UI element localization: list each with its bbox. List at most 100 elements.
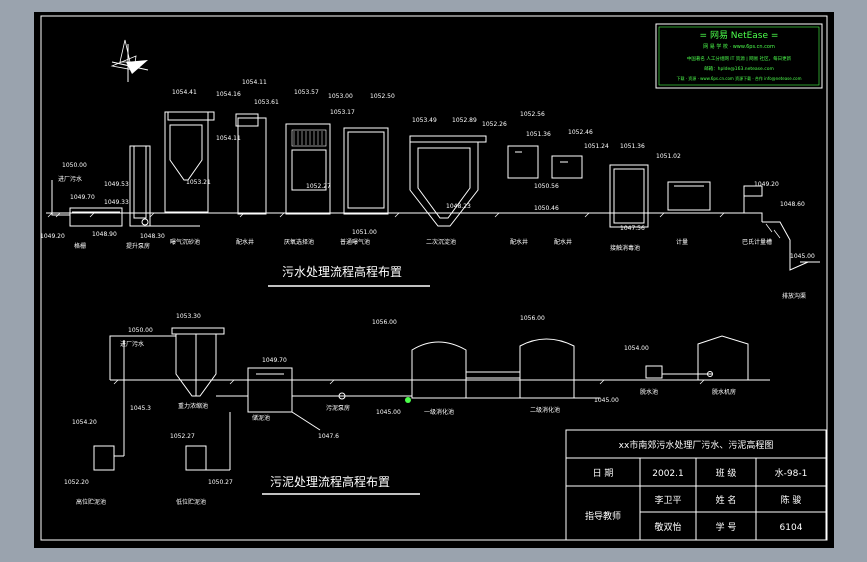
- elev-label: 1048.23: [446, 203, 471, 210]
- primary-digester: [411, 341, 467, 399]
- banner-line1: 网 易 学 校 · www.6ps.cn.com: [703, 43, 775, 50]
- class-label: 班 级: [716, 467, 737, 479]
- elev-label: 1048.90: [92, 231, 117, 238]
- anaerobic-selector-tank: [285, 123, 331, 215]
- grid-channel: [69, 207, 123, 227]
- unit-label: 配水井: [236, 238, 254, 246]
- elev-label: 1052.26: [482, 121, 507, 128]
- advisor-1: 李卫平: [654, 494, 681, 506]
- unit-label: 巴氏计量槽: [742, 238, 772, 246]
- unit-label: 高位贮泥池: [76, 498, 106, 506]
- elev-label: 1054.16: [216, 91, 241, 98]
- elev-label: 1056.00: [372, 319, 397, 326]
- sewage-caption: 污水处理流程高程布置: [282, 264, 402, 279]
- dewatering-tank: [645, 365, 663, 379]
- elev-label: 1049.20: [754, 181, 779, 188]
- date-value: 2002.1: [652, 469, 684, 479]
- sludge-storage-tank: [247, 367, 293, 413]
- metering-tank: [667, 181, 711, 211]
- elev-label: 1054.00: [624, 345, 649, 352]
- unit-label: 配水井: [554, 238, 572, 246]
- elev-label: 1052.46: [568, 129, 593, 136]
- banner-line2: 中国著名 人工分组网 IT 资源 | 网易 社区，每日更新: [687, 55, 792, 62]
- title-block: xx市南郊污水处理厂污水、污泥高程图 日 期 2002.1 班 级 水-98-1…: [565, 429, 827, 541]
- high-storage-tank: [93, 445, 115, 471]
- green-marker: [405, 397, 411, 403]
- low-storage-tank: [185, 445, 207, 471]
- elev-label: 1054.11: [242, 79, 267, 86]
- elev-label: 1052.27: [306, 183, 331, 190]
- inlet-label: 进厂污水: [58, 175, 82, 183]
- elev-label: 1045.3: [130, 405, 151, 412]
- elev-label: 1048.60: [780, 201, 805, 208]
- id-value: 6104: [780, 523, 803, 533]
- north-arrow-icon: [110, 39, 149, 82]
- unit-label: 排放沟渠: [782, 292, 806, 300]
- sewage-flow-diagram: 1050.00 1049.53 1049.70 1049.20 1048.90 …: [40, 79, 820, 300]
- unit-label: 计量: [676, 238, 688, 246]
- elev-label: 1051.02: [656, 153, 681, 160]
- elev-label: 1054.20: [72, 419, 97, 426]
- elev-label: 1045.00: [376, 409, 401, 416]
- elev-label: 1050.27: [208, 479, 233, 486]
- name-value: 陈 骏: [781, 494, 802, 506]
- elev-label: 1049.70: [262, 357, 287, 364]
- distribution-well-3: [551, 155, 583, 179]
- elev-label: 1045.00: [594, 397, 619, 404]
- elev-label: 1050.00: [128, 327, 153, 334]
- unit-label: 配水井: [510, 238, 528, 246]
- netease-banner: = 网易 NetEase = 网 易 学 校 · www.6ps.cn.com …: [655, 23, 823, 89]
- elev-label: 1051.36: [526, 131, 551, 138]
- drawing-background: [34, 12, 834, 548]
- unit-label: 低位贮泥池: [176, 498, 206, 506]
- unit-label: 一级消化池: [424, 408, 454, 416]
- dewatering-house: [697, 335, 749, 381]
- unit-label: 脱水机房: [712, 388, 736, 396]
- drawing-title: xx市南郊污水处理厂污水、污泥高程图: [619, 439, 774, 451]
- date-label: 日 期: [593, 468, 614, 479]
- elev-label: 1052.56: [520, 111, 545, 118]
- elev-label: 1050.00: [62, 162, 87, 169]
- elev-label: 1051.00: [352, 229, 377, 236]
- banner-title: = 网易 NetEase =: [700, 30, 779, 41]
- elev-label: 1049.70: [70, 194, 95, 201]
- unit-label: 二次沉淀池: [426, 238, 456, 246]
- name-label: 姓 名: [716, 494, 737, 506]
- elev-label: 1053.49: [412, 117, 437, 124]
- unit-label: 储泥池: [252, 414, 270, 422]
- parshall-flume: [743, 186, 763, 222]
- distribution-well-1: [237, 117, 267, 215]
- elev-label: 1050.46: [534, 205, 559, 212]
- elev-label: 1053.21: [186, 179, 211, 186]
- elev-label: 1056.00: [520, 315, 545, 322]
- advisor-label: 指导教师: [585, 510, 621, 522]
- sludge-flow-diagram: 1050.00 1053.30 1049.70 1045.3 1047.6 10…: [64, 313, 770, 506]
- sludge-caption: 污泥处理流程高程布置: [270, 474, 390, 489]
- elev-label: 1052.50: [370, 93, 395, 100]
- unit-label: 接触消毒池: [610, 244, 640, 252]
- elev-label: 1053.61: [254, 99, 279, 106]
- elev-label: 1051.36: [620, 143, 645, 150]
- elev-label: 1052.89: [452, 117, 477, 124]
- aeration-tank: [343, 127, 389, 215]
- elev-label: 1052.20: [64, 479, 89, 486]
- drawing-frame: [40, 15, 828, 541]
- advisor-2: 敬双怡: [654, 521, 681, 533]
- elev-label: 1050.56: [534, 183, 559, 190]
- unit-label: 普通曝气池: [340, 238, 370, 246]
- elev-label: 1053.30: [176, 313, 201, 320]
- unit-label: 曝气沉砂池: [170, 238, 200, 246]
- unit-label: 格栅: [74, 242, 86, 250]
- unit-label: 进厂污水: [120, 340, 144, 348]
- banner-line3: 邮箱：hplde@163.netease.com: [704, 65, 774, 72]
- elev-label: 1051.24: [584, 143, 609, 150]
- elev-label: 1049.20: [40, 233, 65, 240]
- unit-label: 二级消化池: [530, 406, 560, 414]
- elev-label: 1049.33: [104, 199, 129, 206]
- elev-label: 1054.11: [216, 135, 241, 142]
- class-value: 水-98-1: [775, 467, 808, 479]
- elev-label: 1054.41: [172, 89, 197, 96]
- secondary-digester: [519, 338, 575, 399]
- distribution-well-2: [507, 145, 539, 179]
- elev-label: 1047.56: [620, 225, 645, 232]
